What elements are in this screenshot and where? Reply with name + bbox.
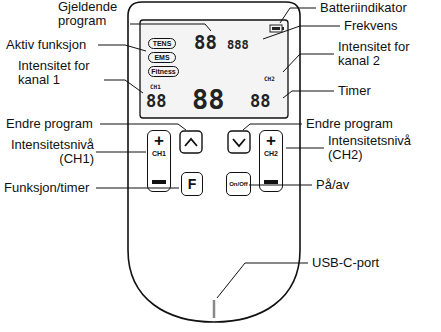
up-chevron <box>185 139 197 146</box>
callout-label: Aktiv funksjon <box>6 38 98 52</box>
button-text: + <box>154 132 164 149</box>
lcd-digits: 88 <box>192 86 225 113</box>
button-text: TENS <box>153 40 172 47</box>
usb-port <box>213 300 216 318</box>
down-chevron <box>233 139 245 146</box>
mode-badge: Fitness <box>148 66 179 77</box>
callout-label: Batteriindikator <box>320 1 438 15</box>
button-text: On/Off <box>229 181 248 187</box>
minus-bar <box>152 180 166 184</box>
lcd-digits: 88 <box>250 93 270 110</box>
callout-label: Intensitet for kanal 1 <box>18 59 104 87</box>
down-button <box>228 131 250 153</box>
callout-label: Frekvens <box>344 19 434 33</box>
callout-label: Endre program <box>6 117 100 131</box>
leader-lines <box>96 8 340 298</box>
callout-label: På/av <box>316 178 406 192</box>
lcd-digits: 88 <box>194 33 217 52</box>
remote-body <box>128 2 300 322</box>
power-button: On/Off <box>226 172 251 196</box>
mode-badge: EMS <box>148 52 176 63</box>
button-text: + <box>266 132 276 149</box>
callout-label: Intensitetsnivå (CH2) <box>328 134 438 162</box>
lcd-digits: 888 <box>227 39 249 51</box>
lcd-digits: 88 <box>146 93 166 110</box>
lcd-screen <box>140 20 288 118</box>
up-button <box>180 131 202 153</box>
lcd-channel: CH1 <box>150 84 161 90</box>
callout-label: Intensitetsnivå (CH1) <box>0 138 94 166</box>
callout-label: Endre program <box>306 117 426 131</box>
button-text: F <box>188 177 197 191</box>
callout-label: USB-C-port <box>312 256 422 270</box>
callout-label: Funksjon/timer <box>4 181 96 195</box>
mode-badge: TENS <box>148 38 176 49</box>
lcd-channel: CH2 <box>264 76 275 82</box>
minus-bar <box>264 180 278 184</box>
function-button: F <box>181 172 203 196</box>
button-text: EMS <box>154 54 169 61</box>
button-caption: CH1 <box>152 150 166 157</box>
callout-label: Gjeldende program <box>58 0 130 28</box>
intensity-button: +CH2 <box>259 130 283 192</box>
button-text: Fitness <box>151 68 176 75</box>
button-caption: CH2 <box>264 150 278 157</box>
callout-label: Timer <box>338 84 428 98</box>
callout-label: Intensitet for kanal 2 <box>338 40 428 68</box>
battery-icon <box>270 25 284 32</box>
intensity-button: +CH1 <box>147 130 171 192</box>
